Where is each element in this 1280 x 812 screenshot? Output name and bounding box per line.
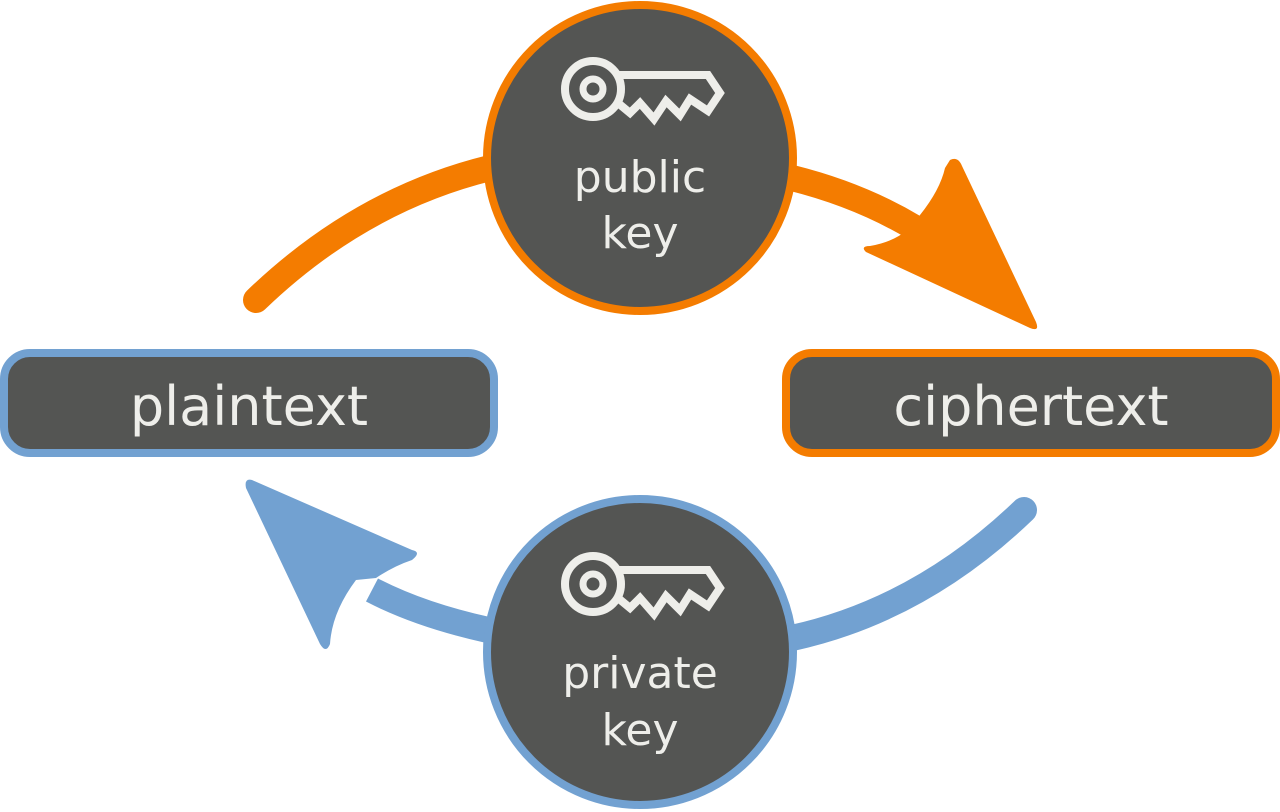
plaintext-label: plaintext: [130, 375, 368, 438]
private-key-label-line2: key: [601, 705, 678, 756]
key-icon: [561, 552, 725, 621]
encrypt-arrowhead: [863, 158, 1038, 330]
public-key-node: public key: [483, 1, 797, 315]
encrypt-arrow: [243, 155, 1038, 330]
key-icon: [561, 57, 725, 126]
ciphertext-node: ciphertext: [782, 349, 1280, 457]
public-key-label-line2: key: [601, 208, 678, 259]
public-key-label-line1: public: [574, 152, 706, 203]
decrypt-arrow: [245, 479, 1037, 651]
encrypt-arc-right: [788, 165, 922, 240]
private-key-node: private key: [483, 495, 797, 809]
encrypt-arc: [243, 155, 503, 313]
decrypt-arc-left: [365, 578, 491, 643]
plaintext-node: plaintext: [0, 349, 498, 457]
decrypt-arc: [779, 497, 1037, 651]
private-key-label-line1: private: [562, 648, 718, 699]
decrypt-arrowhead: [245, 479, 417, 649]
ciphertext-label: ciphertext: [893, 375, 1168, 438]
